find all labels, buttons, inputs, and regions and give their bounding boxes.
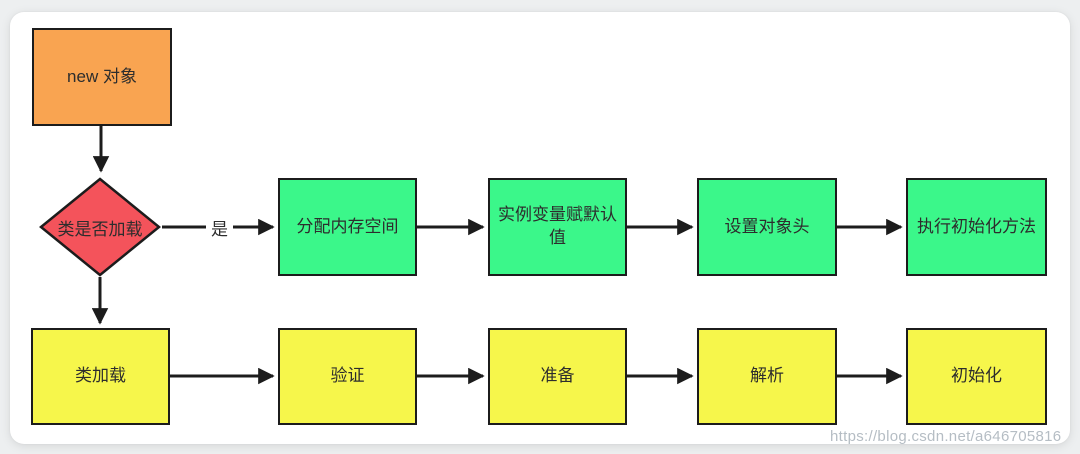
node-new-object: new 对象 <box>32 28 172 126</box>
edge-label-yes: 是 <box>206 215 233 240</box>
flowchart-canvas: new 对象 类是否加载 是 分配内存空间 实例变量赋默认值 设置对象头 执行初… <box>10 12 1070 444</box>
node-assign-default-values: 实例变量赋默认值 <box>488 178 627 276</box>
node-verify: 验证 <box>278 328 417 425</box>
node-decision-class-loaded: 类是否加载 <box>38 177 162 277</box>
diamond-shape <box>39 177 161 277</box>
node-set-object-header: 设置对象头 <box>697 178 837 276</box>
node-resolve: 解析 <box>697 328 837 425</box>
decision-label: 类是否加载 <box>57 219 143 239</box>
node-run-init-method: 执行初始化方法 <box>906 178 1047 276</box>
watermark-url: https://blog.csdn.net/a646705816 <box>830 428 1062 445</box>
node-allocate-memory: 分配内存空间 <box>278 178 417 276</box>
node-prepare: 准备 <box>488 328 627 425</box>
node-initialize: 初始化 <box>906 328 1047 425</box>
node-class-loading: 类加载 <box>31 328 170 425</box>
